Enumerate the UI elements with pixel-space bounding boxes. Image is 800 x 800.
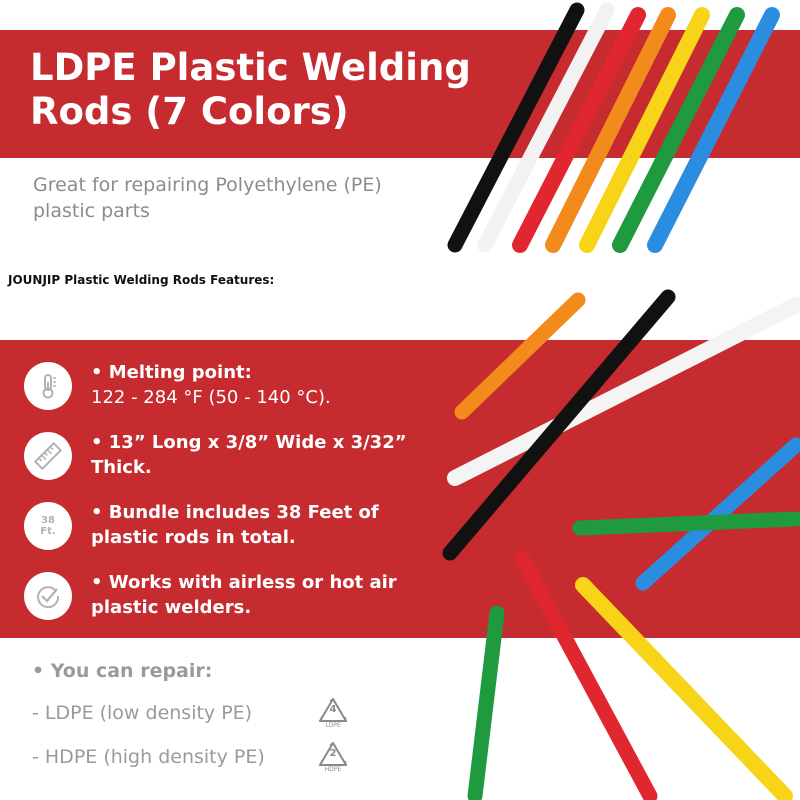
repair-item-ldpe: - LDPE (low density PE) bbox=[32, 702, 253, 724]
repair-title: • You can repair: bbox=[32, 660, 213, 682]
feature-bundle-length: 38 Ft. • Bundle includes 38 Feet of plas… bbox=[24, 500, 424, 562]
rod-orange-top bbox=[545, 7, 676, 253]
rod-white-scattered bbox=[447, 297, 800, 486]
rod-green-scattered-vertical bbox=[467, 605, 505, 800]
rod-green-top bbox=[612, 7, 745, 253]
feature-melting-point: • Melting point: 122 - 284 °F (50 - 140 … bbox=[24, 360, 424, 422]
checkmark-icon bbox=[24, 572, 72, 620]
rod-red-scattered bbox=[514, 550, 658, 800]
features-heading: JOUNJIP Plastic Welding Rods Features: bbox=[8, 273, 275, 287]
feature-heading: • Bundle includes 38 Feet of plastic rod… bbox=[91, 502, 379, 548]
page-title: LDPE Plastic Welding Rods (7 Colors) bbox=[30, 46, 471, 133]
feature-detail: 122 - 284 °F (50 - 140 °C). bbox=[91, 387, 331, 408]
recycle-code: 2 bbox=[329, 748, 337, 759]
rod-white-top bbox=[477, 2, 615, 253]
rod-yellow-top bbox=[579, 7, 710, 253]
rod-black-top bbox=[447, 2, 585, 253]
badge-unit: Ft. bbox=[40, 526, 56, 537]
rod-yellow-scattered bbox=[575, 577, 793, 800]
rod-red-top bbox=[512, 7, 646, 253]
rod-blue-scattered bbox=[635, 437, 800, 591]
features-band bbox=[0, 340, 800, 638]
feature-heading: • Works with airless or hot air plastic … bbox=[91, 572, 397, 618]
rod-orange-scattered bbox=[454, 292, 586, 420]
page-subtitle: Great for repairing Polyethylene (PE) pl… bbox=[33, 174, 382, 222]
rod-green-scattered-horizontal bbox=[572, 511, 800, 536]
feature-dimensions: • 13” Long x 3/8” Wide x 3/32” Thick. bbox=[24, 430, 424, 492]
recycle-code: 4 bbox=[329, 704, 337, 715]
length-badge-icon: 38 Ft. bbox=[24, 502, 72, 550]
feature-heading: • 13” Long x 3/8” Wide x 3/32” Thick. bbox=[91, 432, 407, 478]
thermometer-icon bbox=[24, 362, 72, 410]
recycle-icon-ldpe: 4 LDPE bbox=[316, 696, 350, 730]
recycle-label: HDPE bbox=[324, 766, 342, 773]
feature-compatibility: • Works with airless or hot air plastic … bbox=[24, 570, 424, 632]
repair-item-hdpe: - HDPE (high density PE) bbox=[32, 746, 265, 768]
recycle-label: LDPE bbox=[325, 722, 341, 729]
feature-heading: • Melting point: bbox=[91, 362, 252, 383]
rod-blue-top bbox=[647, 7, 780, 253]
rod-black-scattered bbox=[442, 289, 676, 561]
ruler-icon bbox=[24, 432, 72, 480]
recycle-icon-hdpe: 2 HDPE bbox=[316, 740, 350, 774]
badge-number: 38 bbox=[41, 515, 55, 526]
